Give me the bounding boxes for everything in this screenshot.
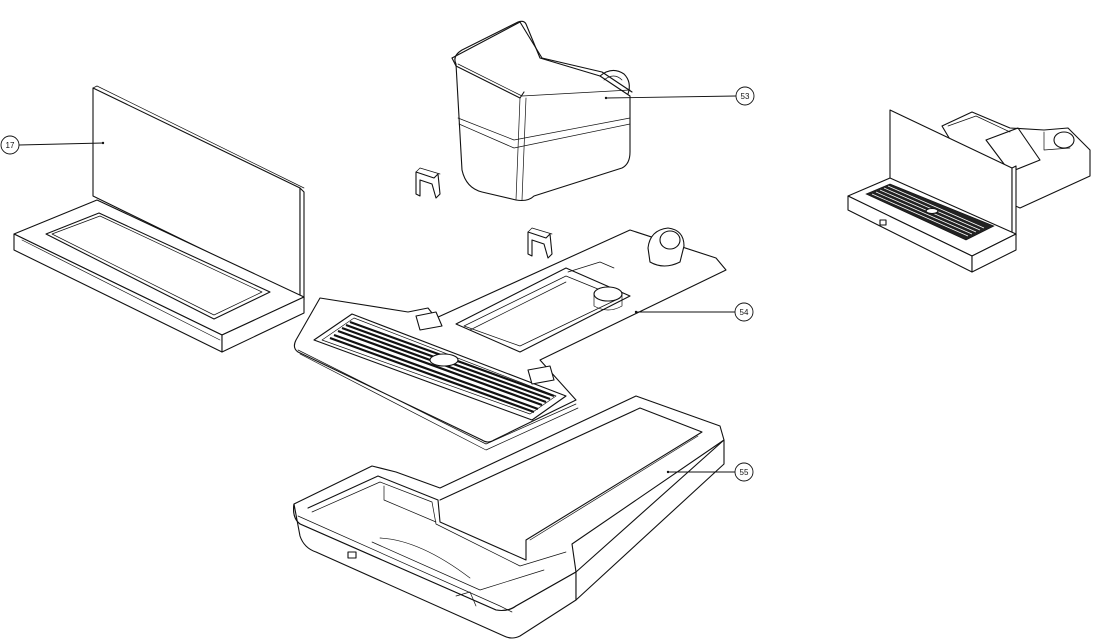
callout-53: 53	[735, 86, 755, 106]
part-55-large-tray	[293, 395, 725, 639]
leader-lines	[18, 95, 737, 474]
part-53-container	[451, 20, 633, 202]
assembled-unit	[847, 109, 1091, 273]
clip-upper	[415, 167, 441, 199]
part-54-grille-tray	[293, 227, 727, 451]
callout-53-label: 53	[741, 92, 750, 101]
callout-54: 54	[734, 302, 754, 322]
callout-55: 55	[734, 462, 754, 482]
part-17-tray-with-panel	[13, 85, 305, 353]
callout-55-label: 55	[740, 468, 749, 477]
callout-17-label: 17	[6, 141, 15, 150]
callout-54-label: 54	[740, 308, 749, 317]
callout-17: 17	[0, 135, 20, 155]
clip-lower	[527, 227, 553, 259]
